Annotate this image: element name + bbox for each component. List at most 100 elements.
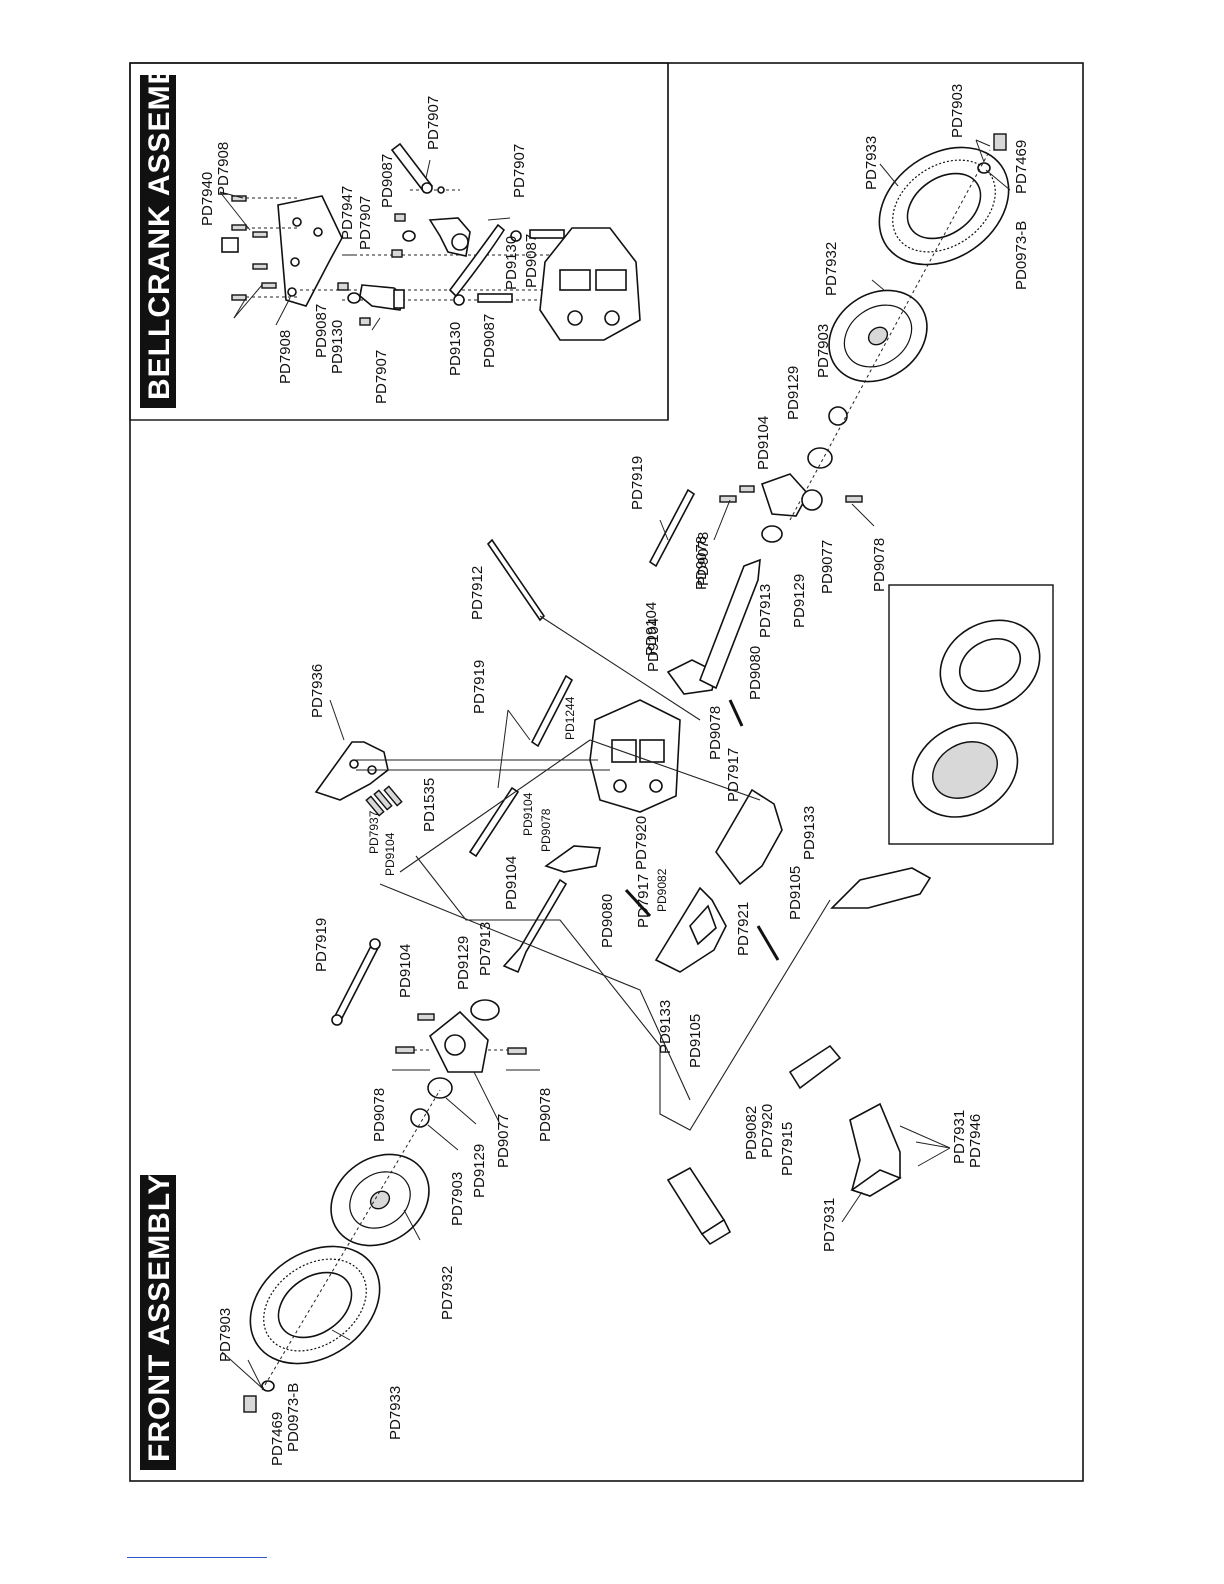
left-turnbuckle bbox=[332, 942, 380, 1024]
right-tire bbox=[878, 146, 1010, 266]
left-hex-hub bbox=[410, 1108, 430, 1128]
label-pd9078-g: PD9078 bbox=[693, 536, 710, 590]
right-outer-bearing bbox=[807, 447, 833, 469]
label-pd7907-b: PD7907 bbox=[425, 96, 442, 150]
label-pd9104-g: PD9104 bbox=[755, 416, 772, 470]
label-pd9130-a: PD9130 bbox=[503, 236, 520, 290]
label-pd7933-a: PD7933 bbox=[387, 1386, 404, 1440]
label-pd7932-a: PD7932 bbox=[439, 1266, 456, 1320]
label-pd7940: PD7940 bbox=[199, 172, 216, 226]
label-pd7921: PD7921 bbox=[735, 902, 752, 956]
label-pd9087-c: PD9087 bbox=[313, 304, 330, 358]
label-pd7937: PD7937 bbox=[367, 810, 381, 854]
label-pd9105-a: PD9105 bbox=[687, 1014, 704, 1068]
label-pd7917-a: PD7917 bbox=[635, 874, 652, 928]
front-labels: PD7936 PD1535 PD7937 PD9104 PD7919 PD910… bbox=[217, 84, 1030, 1466]
label-pd7469-b: PD7469 bbox=[1013, 140, 1030, 194]
label-pd9129-d: PD9129 bbox=[785, 366, 802, 420]
right-wheel bbox=[828, 289, 928, 383]
label-pd9078-a: PD9078 bbox=[371, 1088, 388, 1142]
label-pd7931-a: PD7931 bbox=[821, 1198, 838, 1252]
label-pd7919-c: PD7919 bbox=[629, 456, 646, 510]
label-pd7933-b: PD7933 bbox=[863, 136, 880, 190]
tire-detail bbox=[911, 722, 1019, 818]
tire-insert-detail bbox=[939, 619, 1041, 711]
label-pd9129-c: PD9129 bbox=[791, 574, 808, 628]
label-pd7903-d: PD7903 bbox=[949, 84, 966, 138]
label-pd9105-b: PD9105 bbox=[787, 866, 804, 920]
label-pd1244: PD1244 bbox=[563, 696, 577, 740]
label-pd7907-a: PD7907 bbox=[357, 196, 374, 250]
label-pd7903-c: PD7903 bbox=[815, 324, 832, 378]
bellcrank-bushing bbox=[221, 237, 239, 253]
label-pd9104-d: PD9104 bbox=[503, 856, 520, 910]
label-pd7908-top: PD7908 bbox=[215, 142, 232, 196]
label-pd9078-d: PD9078 bbox=[707, 706, 724, 760]
label-pd7908-bottom: PD7908 bbox=[277, 330, 294, 384]
center-turnbuckle-lower bbox=[468, 786, 520, 858]
right-lower-arm bbox=[715, 788, 783, 886]
label-pd9104-c: PD9104 bbox=[521, 792, 535, 836]
label-pd9087-b: PD9087 bbox=[523, 234, 540, 288]
label-pd0973-a: PD0973-B bbox=[285, 1383, 302, 1452]
label-pd9129-b: PD9129 bbox=[471, 1144, 488, 1198]
label-pd9130-c: PD9130 bbox=[447, 322, 464, 376]
bellcrank-title: BELLCRANK ASSEMBLY bbox=[143, 24, 176, 400]
label-pd7932-b: PD7932 bbox=[823, 242, 840, 296]
label-pd7920-b: PD7920 bbox=[759, 1104, 776, 1158]
label-pd1535: PD1535 bbox=[421, 778, 438, 832]
label-pd7903-b: PD7903 bbox=[217, 1308, 234, 1362]
bellcrank-parts bbox=[219, 142, 641, 341]
label-pd9077-a: PD9077 bbox=[495, 1114, 512, 1168]
label-pd7917-b: PD7917 bbox=[725, 748, 742, 802]
front-title: FRONT ASSEMBLY bbox=[143, 1174, 176, 1462]
right-knuckle bbox=[760, 473, 809, 517]
left-upper-link bbox=[502, 878, 568, 974]
label-pd9133-b: PD9133 bbox=[801, 806, 818, 860]
label-pd9080-a: PD9080 bbox=[599, 894, 616, 948]
center-turnbuckle-upper bbox=[530, 674, 574, 748]
label-pd9104-b: PD9104 bbox=[397, 944, 414, 998]
right-upper-link bbox=[698, 558, 761, 690]
label-pd9104-e: PD9104 bbox=[645, 618, 662, 672]
label-pd7912: PD7912 bbox=[469, 566, 486, 620]
label-pd9078-f: PD9078 bbox=[871, 538, 888, 592]
right-hex-hub bbox=[828, 406, 848, 426]
left-caster-block bbox=[544, 845, 601, 873]
left-tire bbox=[249, 1245, 381, 1365]
label-pd9082-a: PD9082 bbox=[655, 868, 669, 912]
label-pd7907-c: PD7907 bbox=[511, 144, 528, 198]
label-pd7931-b: PD7931 bbox=[951, 1110, 968, 1164]
front-title-bar: FRONT ASSEMBLY bbox=[140, 1174, 176, 1470]
footer-rule bbox=[127, 1557, 267, 1558]
label-pd9133-a: PD9133 bbox=[657, 1000, 674, 1054]
label-pd9078-c: PD9078 bbox=[539, 808, 553, 852]
label-pd9078-b: PD9078 bbox=[537, 1088, 554, 1142]
label-pd7913-b: PD7913 bbox=[757, 584, 774, 638]
label-pd9130-b: PD9130 bbox=[329, 320, 346, 374]
label-pd7919-a: PD7919 bbox=[313, 918, 330, 972]
bumper-mount bbox=[788, 1044, 842, 1090]
label-pd7903-a: PD7903 bbox=[449, 1172, 466, 1226]
label-pd0973-b: PD0973-B bbox=[1013, 221, 1030, 290]
label-pd7920-a: PD7920 bbox=[633, 816, 650, 870]
bellcrank-title-bar: BELLCRANK ASSEMBLY bbox=[140, 24, 176, 408]
label-pd9077-b: PD9077 bbox=[819, 540, 836, 594]
shock-tower bbox=[314, 741, 389, 801]
right-shock-spring bbox=[830, 867, 932, 909]
long-rod bbox=[486, 538, 546, 622]
label-pd9104-a: PD9104 bbox=[383, 832, 397, 876]
label-pd7919-b: PD7919 bbox=[471, 660, 488, 714]
label-pd9080-b: PD9080 bbox=[747, 646, 764, 700]
label-pd7913-a: PD7913 bbox=[477, 922, 494, 976]
label-pd7907-d: PD7907 bbox=[373, 350, 390, 404]
bellcrank-drag-link bbox=[448, 223, 506, 298]
right-turnbuckle bbox=[648, 488, 696, 568]
left-wheel-nut bbox=[243, 1395, 257, 1413]
front-parts bbox=[221, 133, 1041, 1413]
label-pd7936: PD7936 bbox=[309, 664, 326, 718]
left-shock-spring bbox=[666, 1166, 726, 1236]
label-pd9082-b: PD9082 bbox=[743, 1106, 760, 1160]
tire-detail-frame bbox=[888, 584, 1054, 845]
